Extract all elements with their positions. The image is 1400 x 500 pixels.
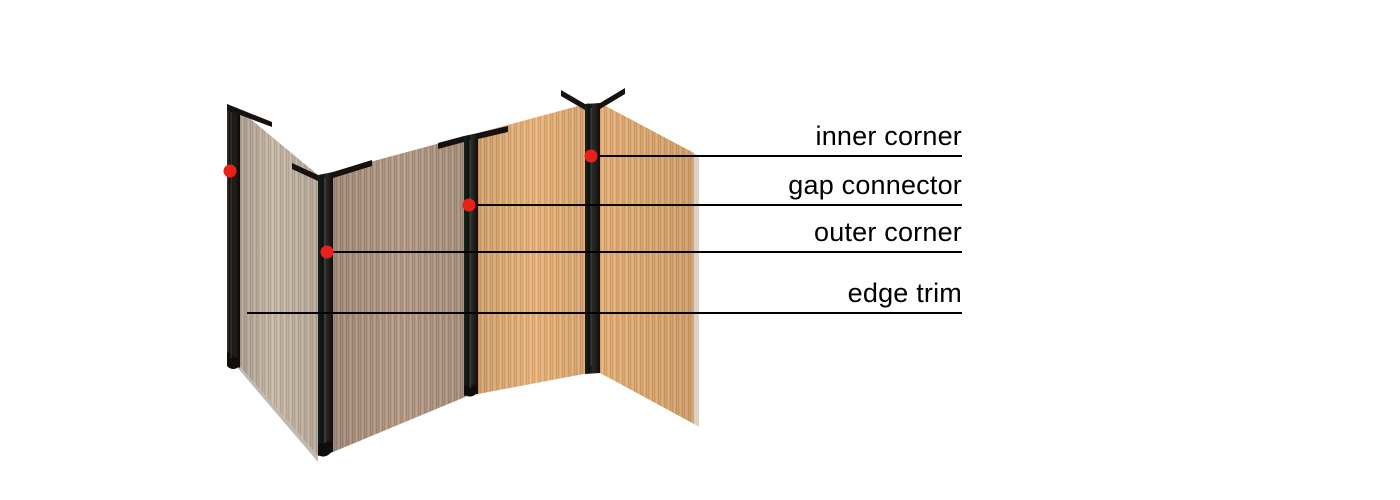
marker-dot-gap-connector[interactable] (462, 198, 476, 212)
panel-1-base-reveal (236, 362, 318, 462)
trim-outer-corner-highlight (324, 178, 326, 443)
trim-edge-left-highlight (230, 112, 233, 358)
panel-front-middle (478, 103, 589, 394)
trim-inner-corner-body (585, 103, 600, 374)
panel-3-shade (478, 103, 589, 394)
callout-label-outer-corner: outer corner (814, 217, 962, 247)
trim-inner-corner (561, 88, 625, 374)
trim-inner-corner-wing-left (561, 90, 585, 110)
trim-outer-corner-wing-left (292, 163, 318, 181)
callout-label-gap-connector: gap connector (788, 170, 962, 200)
trim-inner-corner-wing-right (600, 88, 625, 109)
panel-4-shade (600, 103, 694, 424)
trim-inner-corner-highlight (590, 108, 593, 366)
trim-outer-corner-wing-right (333, 160, 372, 178)
trim-edge-left-body (227, 104, 240, 368)
panel-2-shade (333, 135, 470, 452)
callout-label-inner-corner: inner corner (815, 121, 962, 151)
callout-label-edge-trim: edge trim (847, 278, 962, 308)
trim-outer-corner-foot (318, 440, 333, 457)
marker-dot-inner-corner[interactable] (584, 149, 598, 163)
panel-front-left (333, 135, 470, 452)
marker-dot-edge-trim[interactable] (223, 164, 237, 178)
panel-left-return (236, 107, 318, 462)
trim-gap-connector-highlight (469, 140, 472, 388)
panel-1-shade (236, 107, 318, 456)
trim-gap-connector-wing-left (438, 136, 464, 149)
trim-gap-connector-wing-right (478, 126, 508, 139)
leader-lines (247, 155, 962, 314)
trim-edge-left-top-cap (227, 104, 272, 127)
panel-right-return (600, 103, 699, 427)
panel-4-edge (694, 153, 699, 427)
callout-markers (223, 149, 598, 259)
trim-edge-left-foot (227, 352, 240, 369)
marker-dot-outer-corner[interactable] (320, 245, 334, 259)
trim-gap-connector-foot (464, 384, 478, 397)
